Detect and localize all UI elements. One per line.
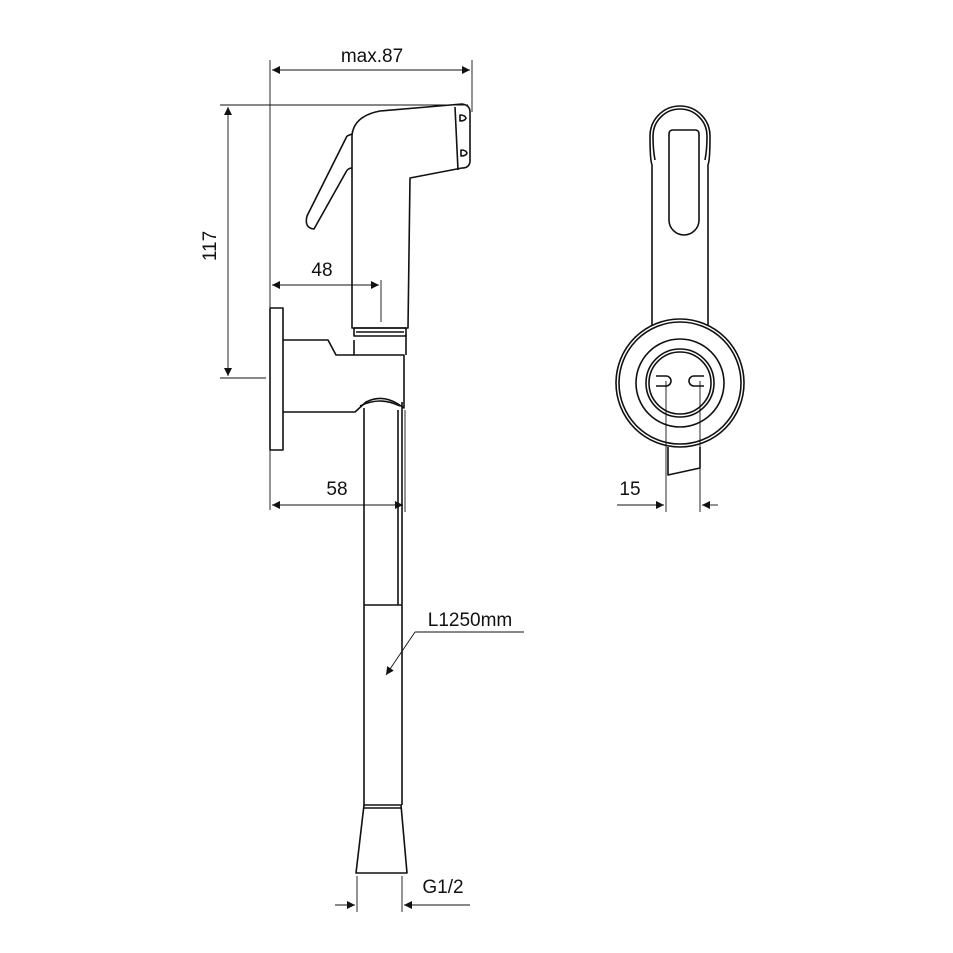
dimension-handset-offset: 48 — [272, 260, 382, 322]
dimension-height: 117 — [200, 104, 468, 379]
dimension-thread: G1/2 — [335, 876, 470, 912]
wall-holder — [269, 307, 407, 451]
max-width-label: max.87 — [341, 46, 403, 67]
holder-depth-label: 58 — [326, 479, 347, 500]
outlet-offset-label: 15 — [619, 479, 640, 500]
handset-offset-label: 48 — [311, 260, 332, 281]
dimension-max-width: max.87 — [269, 46, 473, 510]
handset-front-view — [615, 105, 745, 476]
hose — [355, 402, 408, 874]
handset-side-view — [305, 103, 471, 337]
dimension-hose-length: L1250mm — [385, 610, 524, 676]
hose-length-label: L1250mm — [428, 610, 513, 631]
height-label: 117 — [200, 231, 221, 261]
dimension-holder-depth: 58 — [272, 410, 406, 512]
thread-label: G1/2 — [422, 877, 463, 898]
dimension-outlet-offset: 15 — [617, 381, 718, 512]
